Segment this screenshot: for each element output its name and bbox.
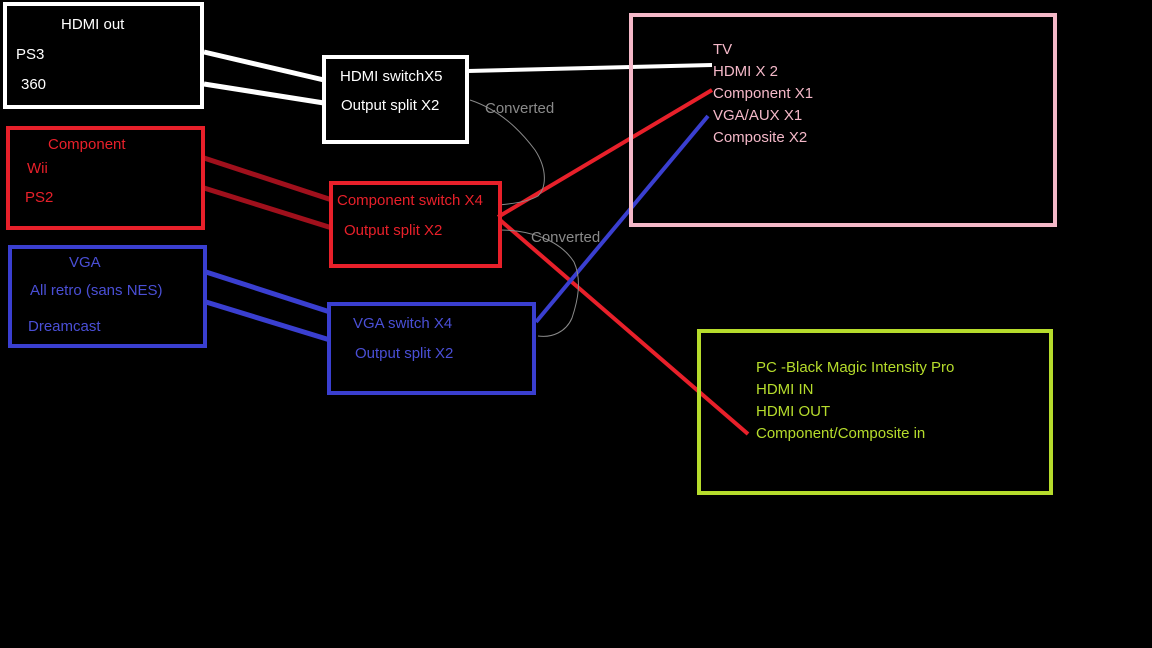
- wire-hdmi-switch-tv: [467, 63, 713, 73]
- hdmi-source-ps3: PS3: [16, 46, 45, 63]
- wire-360-hdmi-switch: [203, 81, 325, 106]
- tv-title: TV: [713, 41, 733, 58]
- tv-input-composite: Composite X2: [713, 129, 808, 146]
- converted-curve-component: [499, 229, 579, 337]
- tv-input-component: Component X1: [713, 85, 814, 102]
- wire-component-switch-tv: [496, 88, 714, 219]
- vga-source-box: VGA All retro (sans NES) Dreamcast: [8, 245, 207, 348]
- wire-dreamcast-vga-switch: [205, 299, 331, 343]
- vga-switch-line1: VGA switch X4: [353, 315, 453, 332]
- hdmi-source-box: HDMI out PS3 360: [3, 2, 204, 109]
- pc-input-hdmi-in: HDMI IN: [756, 381, 814, 398]
- wire-ps3-hdmi-switch: [203, 49, 325, 83]
- component-source-ps2: PS2: [25, 189, 54, 206]
- hdmi-switch-box: HDMI switchX5 Output split X2: [322, 55, 469, 144]
- pc-box: PC -Black Magic Intensity Pro HDMI IN HD…: [697, 329, 1053, 495]
- component-switch-line2: Output split X2: [344, 222, 443, 239]
- tv-input-hdmi: HDMI X 2: [713, 63, 779, 80]
- wire-retro-vga-switch: [205, 269, 331, 315]
- vga-switch-line2: Output split X2: [355, 345, 454, 362]
- component-switch-box: Component switch X4 Output split X2: [329, 181, 502, 268]
- wire-vga-switch-tv: [534, 114, 710, 324]
- component-source-box: Component Wii PS2: [6, 126, 205, 230]
- vga-source-title: VGA: [69, 254, 101, 271]
- converted-label-2: Converted: [531, 229, 601, 246]
- vga-source-retro: All retro (sans NES): [30, 282, 163, 299]
- vga-source-dreamcast: Dreamcast: [28, 318, 101, 335]
- vga-switch-box: VGA switch X4 Output split X2: [327, 302, 536, 395]
- component-switch-line1: Component switch X4: [337, 192, 483, 209]
- wire-ps2-component-switch: [203, 185, 333, 231]
- converted-label-1: Converted: [485, 100, 555, 117]
- hdmi-source-360: 360: [21, 76, 47, 93]
- hdmi-switch-line2: Output split X2: [341, 97, 440, 114]
- pc-title: PC -Black Magic Intensity Pro: [756, 359, 955, 376]
- pc-input-component-composite: Component/Composite in: [756, 425, 926, 442]
- component-source-wii: Wii: [27, 160, 48, 177]
- hdmi-source-title: HDMI out: [61, 16, 125, 33]
- hdmi-switch-line1: HDMI switchX5: [340, 68, 443, 85]
- tv-input-vga: VGA/AUX X1: [713, 107, 803, 124]
- converted-curve-hdmi: [469, 99, 545, 206]
- wire-component-switch-pc: [498, 218, 750, 436]
- pc-input-hdmi-out: HDMI OUT: [756, 403, 831, 420]
- component-source-title: Component: [48, 136, 126, 153]
- wire-wii-component-switch: [203, 155, 333, 203]
- tv-box: TV HDMI X 2 Component X1 VGA/AUX X1 Comp…: [629, 13, 1057, 227]
